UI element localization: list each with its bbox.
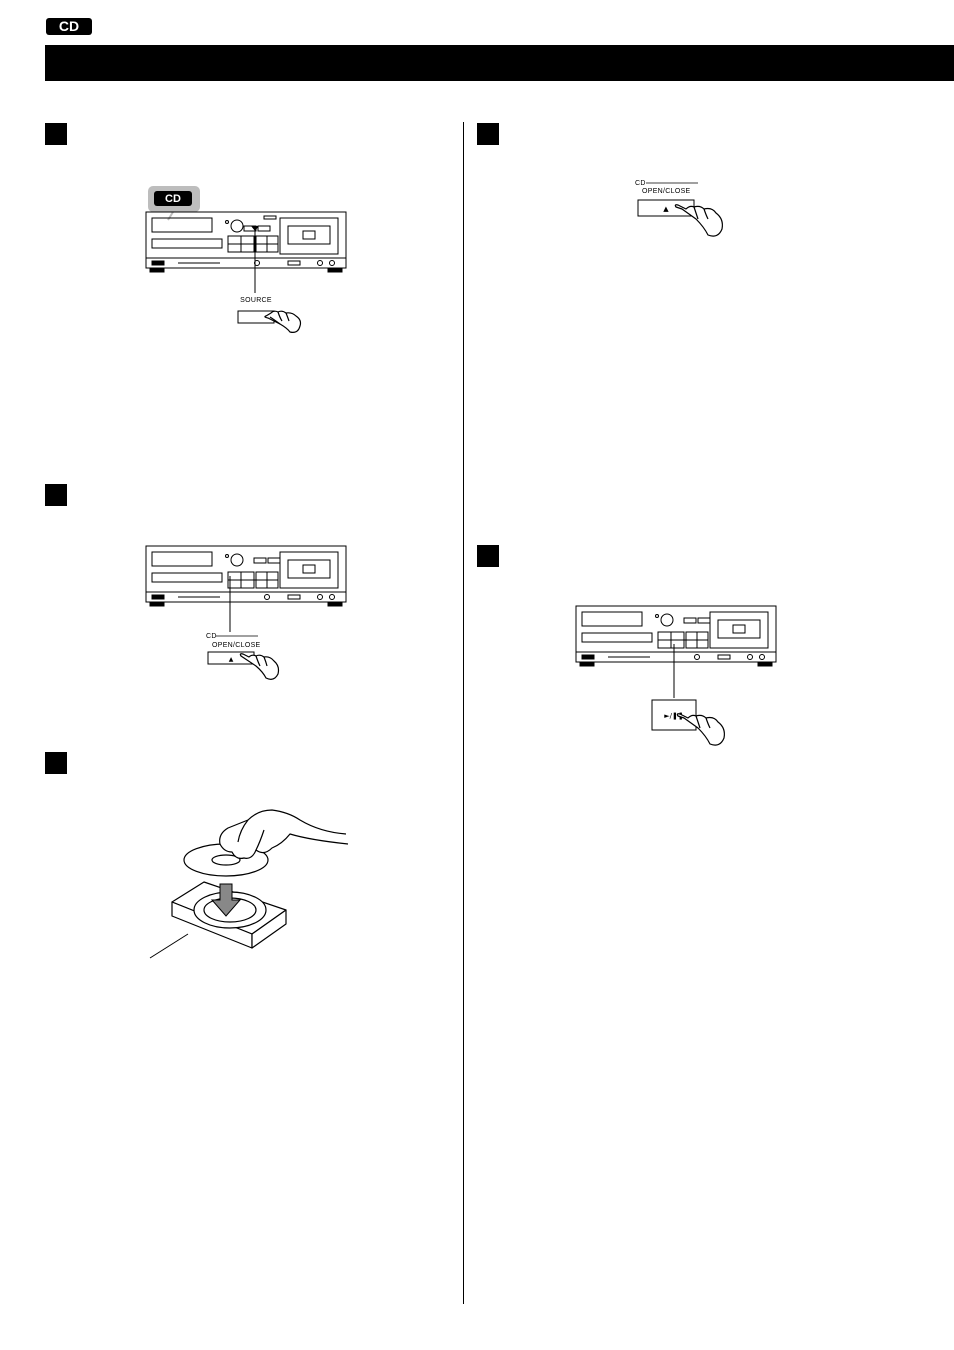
step2-illustration: CD OPEN/CLOSE ▲ <box>145 545 347 680</box>
step3-illustration <box>149 809 349 959</box>
step4-illustration: CD OPEN/CLOSE ▲ <box>635 180 723 237</box>
step1-illustration: CD SOURCE <box>145 186 347 333</box>
step-box-2 <box>45 484 67 506</box>
play-pause-icon: ►/❚❚ <box>664 712 683 720</box>
pointing-hand-icon <box>264 310 302 333</box>
cd-display-highlight: CD <box>148 186 200 221</box>
section-header-bar <box>45 45 954 81</box>
open-close-label-top: CD <box>635 180 646 187</box>
step-box-1 <box>45 123 67 145</box>
pointing-hand-icon <box>676 713 725 746</box>
tape-deck-unit <box>575 605 777 667</box>
step-box-3 <box>45 752 67 774</box>
cd-display-label: CD <box>165 193 181 205</box>
eject-icon: ▲ <box>229 656 234 663</box>
down-arrow-icon <box>210 883 242 917</box>
tape-deck-unit <box>145 545 347 607</box>
eject-icon: ▲ <box>663 205 669 213</box>
open-close-label-bottom: OPEN/CLOSE <box>212 642 261 649</box>
open-close-label-bottom: OPEN/CLOSE <box>642 188 691 195</box>
step5-illustration: ►/❚❚ <box>575 605 777 746</box>
cd-section-tag: CD <box>46 18 92 35</box>
tape-deck-unit <box>145 211 347 273</box>
play-pause-button[interactable] <box>651 699 697 731</box>
column-divider <box>463 122 464 1304</box>
tray-leader-line <box>149 933 189 959</box>
pointing-hand-icon <box>674 204 723 237</box>
source-label: SOURCE <box>240 297 272 304</box>
pointing-hand-icon <box>239 653 280 680</box>
step-box-5 <box>477 545 499 567</box>
hand-placing-disc-icon <box>219 809 349 859</box>
step-box-4 <box>477 123 499 145</box>
cd-tray <box>171 881 287 949</box>
open-close-label-top: CD <box>206 633 217 640</box>
